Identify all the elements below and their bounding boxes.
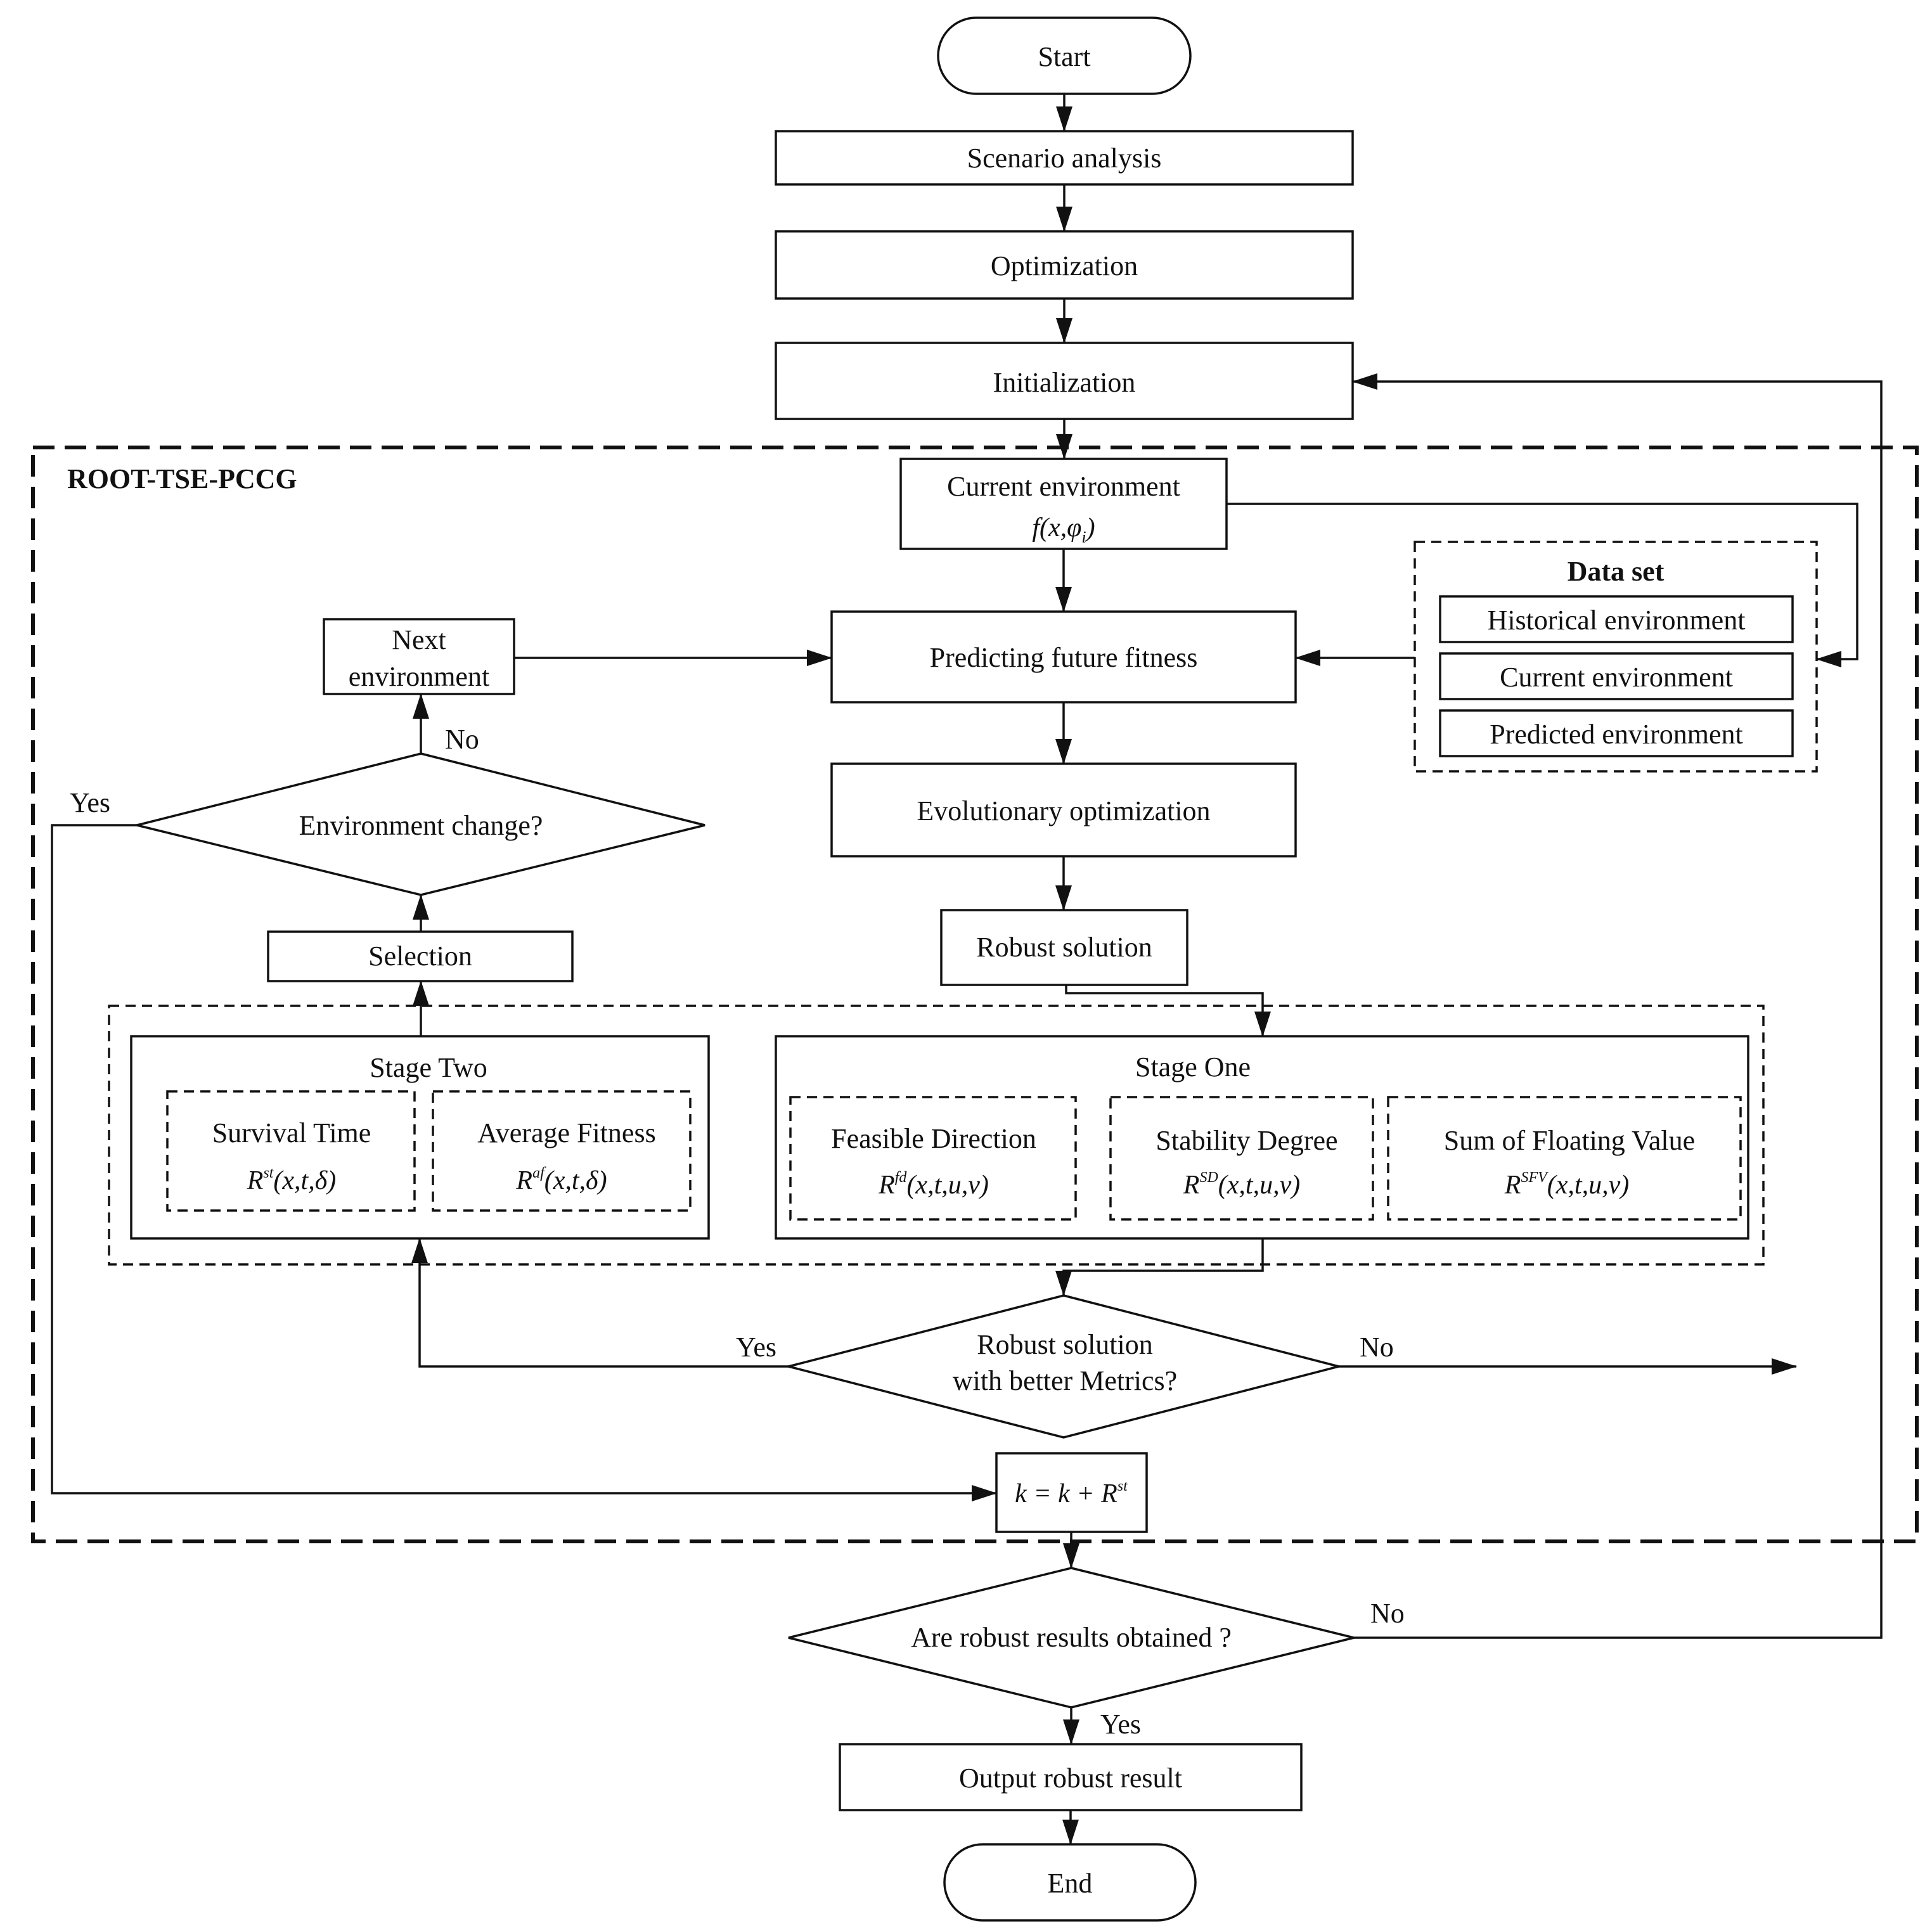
label-no-env-change: No — [445, 724, 479, 755]
svg-text:End: End — [1048, 1868, 1093, 1899]
svg-text:Historical environment: Historical environment — [1488, 605, 1746, 636]
dataset-item-current: Current environment — [1439, 652, 1794, 700]
svg-text:with better Metrics?: with better Metrics? — [953, 1365, 1177, 1396]
label-yes-metrics: Yes — [736, 1332, 776, 1363]
svg-text:Survival Time: Survival Time — [212, 1117, 371, 1148]
robust-solution-box: Robust solution — [940, 909, 1188, 986]
robust-results-decision: Are robust results obtained ? — [788, 1567, 1355, 1709]
svg-text:k = k + Rst: k = k + Rst — [1015, 1478, 1128, 1508]
svg-text:Robust solution: Robust solution — [977, 1329, 1153, 1360]
optimization-box: Optimization — [775, 230, 1354, 300]
next-environment-box: Next environment — [323, 618, 515, 695]
stability-degree-metric: Stability Degree RSD(x,t,u,v) — [1109, 1096, 1374, 1221]
svg-text:Optimization: Optimization — [991, 250, 1138, 281]
frame-title: ROOT-TSE-PCCG — [67, 463, 297, 494]
dataset-frame — [1414, 541, 1818, 773]
svg-text:Robust solution: Robust solution — [976, 932, 1152, 963]
svg-text:Stage One: Stage One — [1135, 1051, 1251, 1083]
label-no-results: No — [1370, 1598, 1405, 1629]
dataset-title: Data set — [1568, 556, 1665, 587]
better-metrics-decision: Robust solution with better Metrics? — [788, 1294, 1339, 1439]
svg-text:Average Fitness: Average Fitness — [477, 1117, 655, 1148]
svg-text:Rfd(x,t,u,v): Rfd(x,t,u,v) — [878, 1169, 989, 1200]
end-node: End — [943, 1843, 1197, 1922]
k-update-box: k = k + Rst — [995, 1452, 1148, 1533]
svg-text:Feasible Direction: Feasible Direction — [831, 1123, 1036, 1154]
scenario-analysis-box: Scenario analysis — [775, 130, 1354, 186]
dataset-item-predicted: Predicted environment — [1439, 709, 1794, 757]
svg-text:RSFV(x,t,u,v): RSFV(x,t,u,v) — [1504, 1169, 1629, 1200]
svg-text:Predicting future fitness: Predicting future fitness — [930, 642, 1198, 673]
svg-text:RSD(x,t,u,v): RSD(x,t,u,v) — [1183, 1169, 1300, 1200]
svg-text:Output robust result: Output robust result — [959, 1763, 1182, 1794]
stages-frame — [108, 1005, 1765, 1266]
svg-text:Stability Degree: Stability Degree — [1156, 1125, 1337, 1156]
root-tse-pccg-frame — [31, 446, 1919, 1543]
stage-one-box: Stage One — [775, 1035, 1749, 1240]
evolutionary-optimization-box: Evolutionary optimization — [830, 762, 1297, 858]
svg-text:Scenario analysis: Scenario analysis — [967, 143, 1162, 174]
average-fitness-metric: Average Fitness Raf(x,t,δ) — [432, 1090, 692, 1212]
feasible-direction-metric: Feasible Direction Rfd(x,t,u,v) — [789, 1096, 1077, 1221]
label-no-metrics: No — [1360, 1332, 1394, 1363]
svg-text:Rst(x,t,δ): Rst(x,t,δ) — [247, 1165, 336, 1195]
svg-text:Evolutionary optimization: Evolutionary optimization — [917, 795, 1210, 826]
dataset-item-historical: Historical environment — [1439, 595, 1794, 643]
output-result-box: Output robust result — [839, 1743, 1303, 1811]
label-yes-results: Yes — [1100, 1709, 1141, 1740]
svg-text:Sum of Floating Value: Sum of Floating Value — [1444, 1125, 1695, 1156]
svg-text:Environment change?: Environment change? — [299, 810, 543, 841]
svg-text:Stage Two: Stage Two — [370, 1052, 487, 1083]
current-environment-box: Current environment f(x,φi) — [899, 458, 1228, 550]
svg-text:environment: environment — [349, 661, 489, 692]
environment-change-decision: Environment change? — [136, 752, 705, 896]
stage-two-box: Stage Two — [130, 1035, 710, 1240]
predicting-fitness-box: Predicting future fitness — [830, 610, 1297, 704]
label-yes-env-change: Yes — [70, 787, 110, 818]
svg-text:Current environment: Current environment — [1500, 662, 1733, 693]
svg-text:f(x,φi): f(x,φi) — [1032, 513, 1095, 546]
svg-text:Initialization: Initialization — [993, 367, 1136, 398]
svg-text:Predicted environment: Predicted environment — [1490, 719, 1743, 750]
svg-text:Next: Next — [392, 624, 446, 655]
sum-floating-value-metric: Sum of Floating Value RSFV(x,t,u,v) — [1387, 1096, 1742, 1221]
start-node: Start — [937, 16, 1192, 95]
selection-box: Selection — [267, 930, 574, 982]
initialization-box: Initialization — [775, 342, 1354, 420]
survival-time-metric: Survival Time Rst(x,t,δ) — [166, 1090, 416, 1212]
svg-text:Raf(x,t,δ): Raf(x,t,δ) — [515, 1165, 607, 1195]
svg-text:Selection: Selection — [368, 941, 472, 972]
svg-text:Are robust results obtained ?: Are robust results obtained ? — [911, 1622, 1232, 1653]
svg-text:Current environment: Current environment — [947, 471, 1180, 502]
svg-text:Start: Start — [1038, 41, 1090, 72]
